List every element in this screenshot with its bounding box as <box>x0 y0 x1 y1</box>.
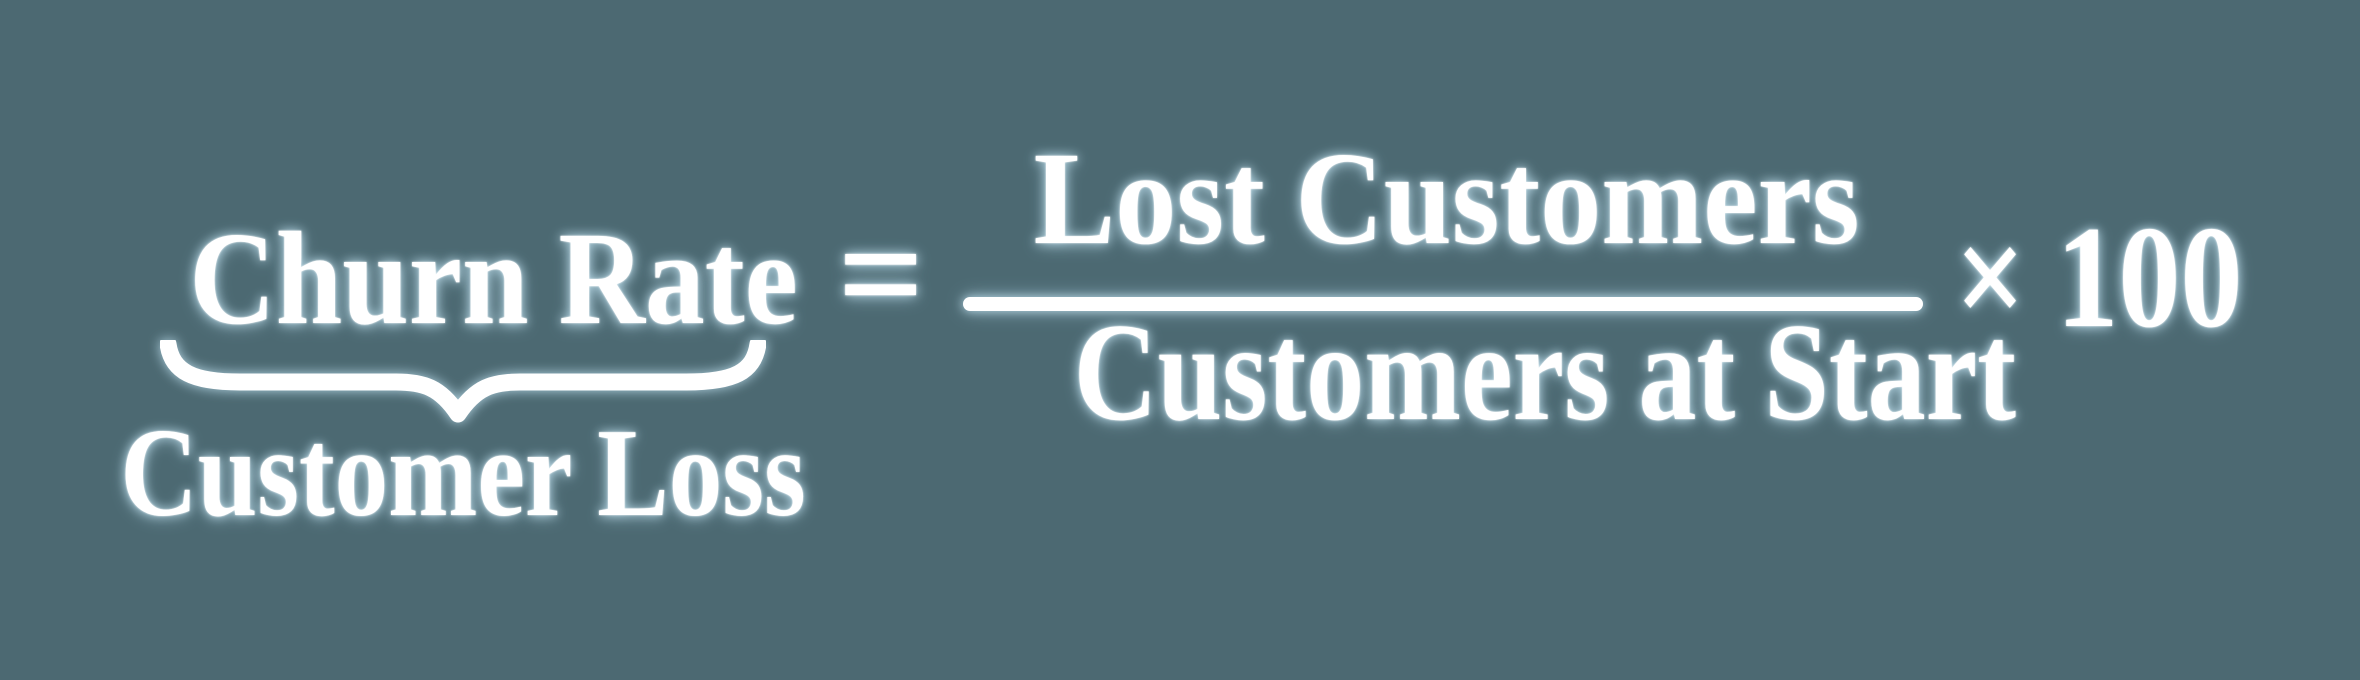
multiplier-value: 100 <box>2056 196 2243 358</box>
multiplier-group: × 100 <box>1955 204 2242 350</box>
times-symbol: × <box>1955 196 2026 358</box>
equals-sign: = <box>837 190 925 358</box>
numerator-label: Lost Customers <box>1033 124 1860 272</box>
underbrace-icon <box>160 340 766 423</box>
customer-loss-label: Customer Loss <box>120 404 806 543</box>
churn-rate-label: Churn Rate <box>189 204 798 352</box>
fraction-bar <box>963 297 1923 311</box>
denominator-label: Customers at Start <box>1073 295 2016 450</box>
